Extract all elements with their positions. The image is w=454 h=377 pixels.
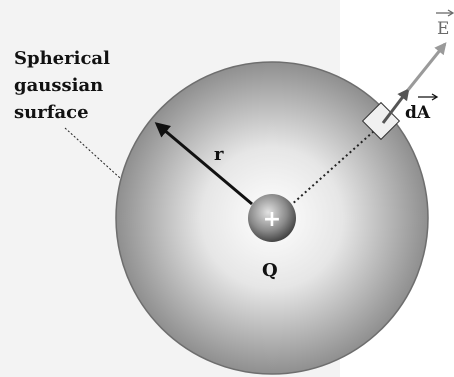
radius-arrow	[154, 122, 253, 206]
surface-label-line3: surface	[14, 102, 89, 123]
charge-label: Q	[262, 260, 278, 281]
surface-leader-line	[64, 127, 121, 179]
surface-label-line1: Spherical	[14, 48, 110, 69]
charge-sign: +	[263, 207, 281, 232]
area-vector-label: dA	[405, 93, 439, 123]
field-vector-overarrow-head	[447, 9, 454, 17]
area-vector-arrow	[381, 88, 410, 124]
area-vector-overarrow-head	[431, 93, 439, 101]
radial-dotted-line	[289, 122, 384, 207]
surface-label-line2: gaussian	[14, 75, 103, 96]
point-charge	[248, 194, 296, 242]
area-vector-text: dA	[405, 103, 431, 123]
field-vector-text: E	[437, 19, 449, 39]
field-vector-label: E	[436, 9, 454, 39]
field-vector-arrow	[406, 42, 447, 91]
radius-label: r	[214, 144, 224, 165]
